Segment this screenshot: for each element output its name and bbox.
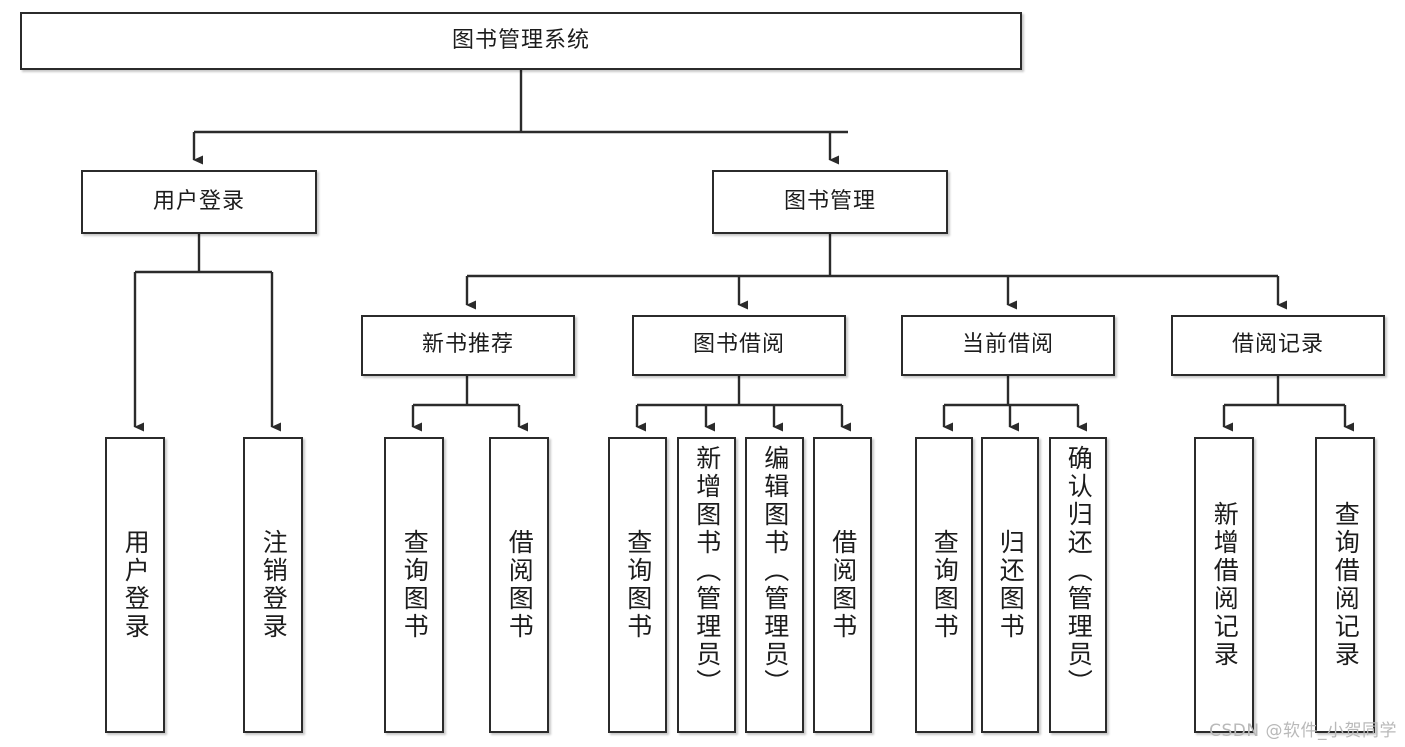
leaf-query-record-label: 查询借阅记录 <box>1331 501 1361 669</box>
leaf-user-login[interactable]: 用户登录 <box>105 437 165 733</box>
leaf-query-book-2[interactable]: 查询图书 <box>608 437 667 733</box>
leaf-query-book-1[interactable]: 查询图书 <box>384 437 444 733</box>
leaf-query-book-1-label: 查询图书 <box>400 529 430 641</box>
node-current-borrow[interactable]: 当前借阅 <box>901 315 1115 376</box>
leaf-edit-book-label: 编辑图书（管理员） <box>760 445 790 697</box>
leaf-return-book[interactable]: 归还图书 <box>981 437 1039 733</box>
leaf-query-record[interactable]: 查询借阅记录 <box>1315 437 1375 733</box>
node-book-manage-label: 图书管理 <box>783 188 876 214</box>
leaf-borrow-book-1[interactable]: 借阅图书 <box>489 437 549 733</box>
leaf-edit-book[interactable]: 编辑图书（管理员） <box>745 437 804 733</box>
watermark-text: CSDN @软件_小贺同学 <box>1209 721 1397 741</box>
node-new-book-rec-label: 新书推荐 <box>421 332 514 358</box>
leaf-logout[interactable]: 注销登录 <box>243 437 303 733</box>
node-user-login-label: 用户登录 <box>152 188 245 214</box>
leaf-borrow-book-2-label: 借阅图书 <box>828 529 858 641</box>
leaf-add-record-label: 新增借阅记录 <box>1210 501 1240 669</box>
node-new-book-rec[interactable]: 新书推荐 <box>361 315 575 376</box>
node-book-manage[interactable]: 图书管理 <box>712 170 948 234</box>
leaf-return-book-label: 归还图书 <box>996 529 1026 641</box>
node-borrow-record[interactable]: 借阅记录 <box>1171 315 1385 376</box>
leaf-query-book-2-label: 查询图书 <box>623 529 653 641</box>
leaf-logout-label: 注销登录 <box>259 529 289 641</box>
leaf-confirm-return[interactable]: 确认归还（管理员） <box>1049 437 1107 733</box>
node-root[interactable]: 图书管理系统 <box>20 12 1022 70</box>
leaf-add-book-label: 新增图书（管理员） <box>692 445 722 697</box>
node-root-label: 图书管理系统 <box>451 27 590 53</box>
node-borrow-record-label: 借阅记录 <box>1231 332 1324 358</box>
leaf-confirm-return-label: 确认归还（管理员） <box>1064 445 1094 697</box>
leaf-add-book[interactable]: 新增图书（管理员） <box>677 437 736 733</box>
node-user-login[interactable]: 用户登录 <box>81 170 317 234</box>
leaf-borrow-book-1-label: 借阅图书 <box>505 529 535 641</box>
node-book-borrow-label: 图书借阅 <box>692 332 785 358</box>
leaf-add-record[interactable]: 新增借阅记录 <box>1194 437 1254 733</box>
leaf-user-login-label: 用户登录 <box>121 529 151 641</box>
node-book-borrow[interactable]: 图书借阅 <box>632 315 846 376</box>
leaf-borrow-book-2[interactable]: 借阅图书 <box>813 437 872 733</box>
leaf-query-book-3[interactable]: 查询图书 <box>915 437 973 733</box>
node-current-borrow-label: 当前借阅 <box>961 332 1054 358</box>
leaf-query-book-3-label: 查询图书 <box>930 529 960 641</box>
